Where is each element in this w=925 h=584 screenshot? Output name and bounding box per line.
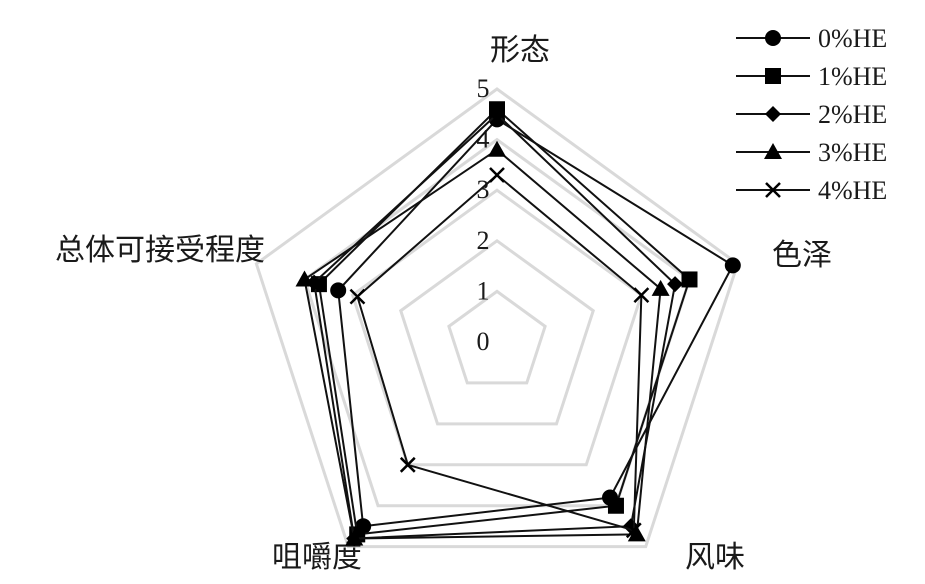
data-point-circle [724, 257, 741, 274]
series-line [356, 173, 643, 532]
series-0%HE [330, 111, 741, 535]
data-point-diamond [306, 274, 323, 291]
data-point-x [399, 456, 416, 473]
data-point-triangle [345, 529, 364, 546]
data-point-x [349, 288, 366, 305]
data-point-triangle [764, 143, 782, 159]
tick-label: 2 [477, 226, 490, 255]
axis-label: 形态 [490, 33, 550, 68]
data-point-triangle [651, 279, 670, 296]
data-point-square [681, 271, 698, 288]
data-point-x [625, 522, 642, 539]
legend: 0%HE 1%HE 2%HE 3%HE 4%HE [736, 24, 887, 205]
series-line [317, 107, 691, 536]
tick-label: 0 [477, 327, 490, 356]
axis-label: 总体可接受程度 [55, 233, 265, 268]
tick-label: 1 [477, 276, 490, 305]
axis-label: 色泽 [772, 238, 832, 273]
data-point-x [765, 182, 781, 198]
data-point-triangle [295, 270, 314, 287]
grid-ring-2 [398, 238, 596, 426]
series-line [337, 118, 735, 528]
data-point-square [607, 497, 624, 514]
series-line [313, 112, 677, 540]
grid-layer [254, 87, 740, 549]
grid-ring-4 [302, 137, 692, 508]
tick-label: 5 [477, 74, 490, 103]
data-point-x [633, 287, 650, 303]
legend-label: 3%HE [818, 138, 887, 167]
legend-label: 1%HE [818, 62, 887, 91]
data-point-triangle [488, 140, 506, 157]
legend-label: 2%HE [818, 100, 887, 129]
data-point-square [765, 68, 781, 84]
data-point-x [489, 167, 505, 183]
grid-ring-1 [447, 289, 547, 385]
series-layer [295, 101, 741, 547]
tick-label: 3 [477, 175, 490, 204]
axis-label: 风味 [685, 540, 745, 575]
legend-item: 3%HE [736, 138, 887, 167]
legend-item: 1%HE [736, 62, 887, 91]
legend-label: 4%HE [818, 176, 887, 205]
grid-ring-3 [350, 188, 644, 467]
data-point-diamond [667, 276, 684, 293]
legend-label: 0%HE [818, 24, 887, 53]
data-point-circle [330, 282, 347, 299]
legend-item: 0%HE [736, 24, 887, 53]
data-point-diamond [489, 106, 505, 123]
series-line [303, 148, 662, 540]
legend-item: 2%HE [736, 100, 887, 129]
data-point-diamond [765, 106, 781, 122]
grid-ring-5 [254, 87, 740, 549]
data-point-circle [765, 30, 781, 46]
legend-item: 4%HE [736, 176, 887, 205]
axis-label: 咀嚼度 [272, 540, 362, 575]
series-4%HE [349, 167, 650, 539]
